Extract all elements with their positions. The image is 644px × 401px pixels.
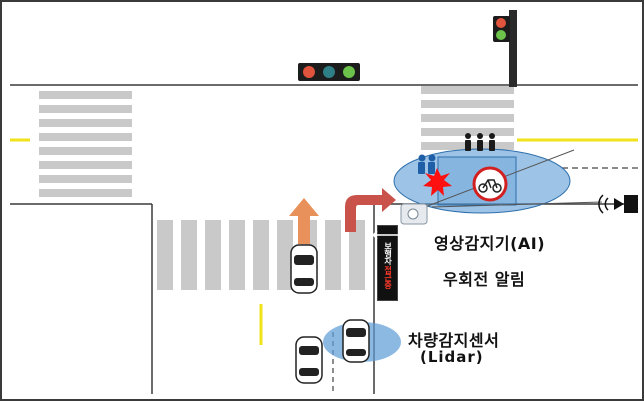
right-turn-alert-label: 우회전 알림 (443, 270, 526, 289)
pedestrian-icon (465, 133, 495, 151)
left-arrow-icon: 🡐 (371, 228, 404, 242)
alert-star-icon (423, 168, 452, 196)
car-icon (342, 319, 370, 363)
traffic-light-icon (298, 63, 360, 81)
camera-label: 영상감지기(AI) (434, 234, 546, 253)
crosswalk-left (39, 91, 132, 197)
pedestrian-warning-sign: 🡐 보행자 접근중 (371, 225, 404, 301)
straight-arrow-icon (289, 198, 319, 244)
vehicle-sensor-label: 차량감지센서 (408, 331, 500, 350)
crosswalk-bottom (157, 220, 365, 290)
pedestrian-icon (418, 154, 436, 174)
bicycle-prohibited-icon (472, 166, 508, 202)
right-turn-arrow-icon (345, 188, 396, 232)
pedestrian-sign-text: 보행자 (383, 242, 393, 265)
camera-line-2 (431, 201, 603, 208)
cctv-camera-icon (400, 203, 428, 225)
lidar-label: (Lidar) (420, 348, 484, 366)
pedestrian-sign-warning: 접근중 (383, 265, 393, 289)
speaker-icon (598, 194, 638, 214)
car-icon (290, 244, 318, 294)
traffic-light-pole (493, 10, 517, 87)
car-icon (295, 336, 323, 384)
